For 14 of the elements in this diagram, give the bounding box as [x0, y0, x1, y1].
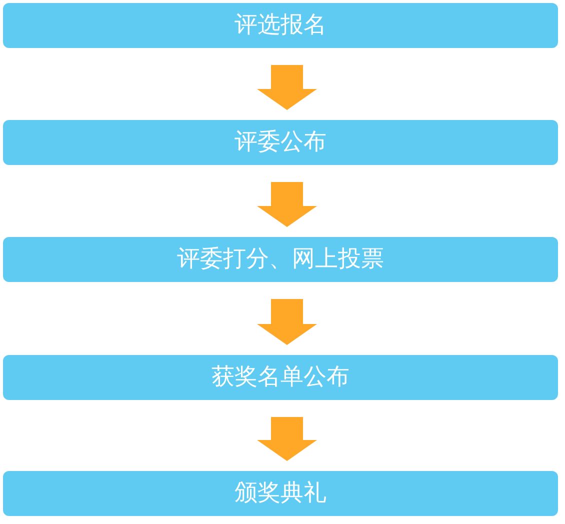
block-arrow	[257, 182, 317, 227]
step-label: 评委公布	[234, 131, 326, 154]
step-label: 颁奖典礼	[234, 482, 326, 505]
process-box	[3, 237, 558, 282]
process-box	[3, 471, 558, 516]
process-box	[3, 3, 558, 48]
step-label: 获奖名单公布	[212, 366, 350, 389]
block-arrow	[257, 417, 317, 461]
step-label: 评选报名	[234, 14, 326, 37]
step-label: 评委打分、网上投票	[177, 248, 384, 271]
block-arrow	[257, 65, 317, 110]
process-box	[3, 120, 558, 165]
process-box	[3, 355, 558, 400]
block-arrow	[257, 299, 317, 345]
